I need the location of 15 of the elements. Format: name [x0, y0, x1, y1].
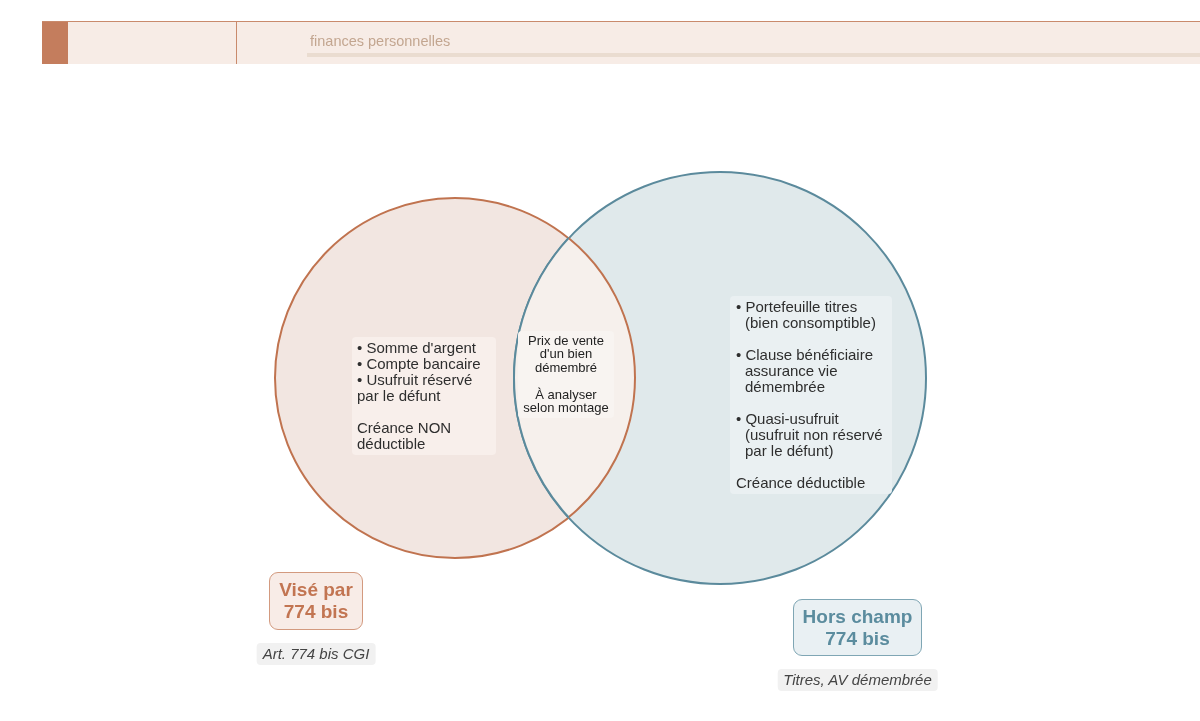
set-label: Hors champ 774 bis	[793, 599, 922, 656]
set-label: Visé par 774 bis	[269, 572, 363, 630]
list-item: • Compte bancaire	[357, 356, 482, 372]
verdict-text: À analyser selon montage	[522, 388, 610, 415]
list-item: • Usufruit réservé par le défunt	[357, 372, 474, 404]
list-item: • Portefeuille titres (bien consomptible)	[736, 299, 877, 331]
reference-note: Art. 774 bis CGI	[256, 643, 376, 665]
list-item: • Clause bénéficiaire assurance vie démembrée	[736, 347, 874, 395]
tagline-text: finances personnelles	[310, 33, 451, 50]
verdict-text: Créance NON déductible	[357, 420, 453, 452]
verdict-text: Créance déductible	[736, 475, 867, 491]
list-item: • Quasi-usufruit (usufruit non réservé par le défunt)	[736, 411, 884, 459]
case-text: Prix de vente d'un bien démembré	[527, 334, 605, 375]
reference-note: Titres, AV démembrée	[777, 669, 938, 691]
list-item: • Somme d'argent	[357, 340, 477, 356]
